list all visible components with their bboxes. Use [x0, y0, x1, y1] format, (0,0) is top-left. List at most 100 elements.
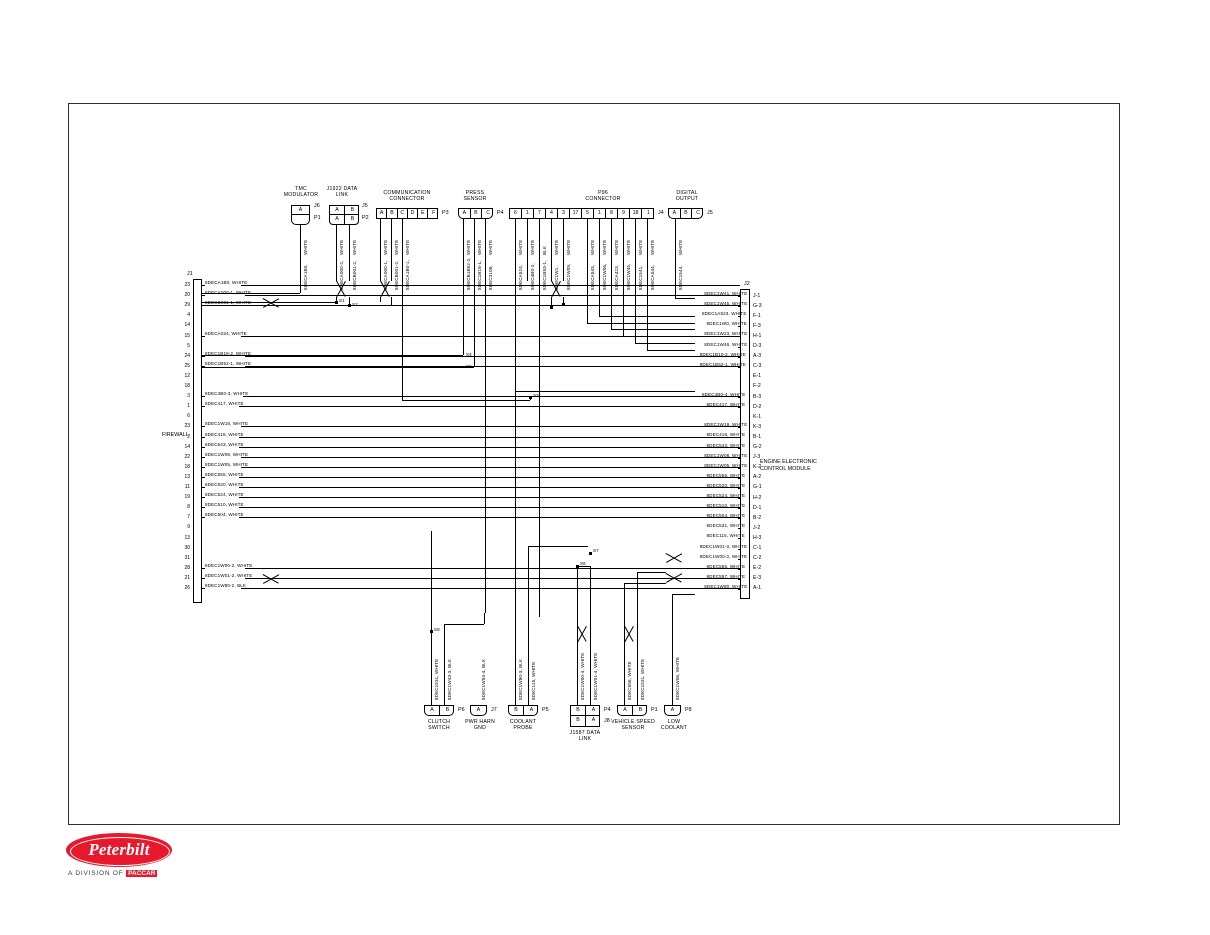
bottom-connector-vehicle-speed-sensor[interactable]: A B — [617, 705, 647, 716]
splice-label: S1 — [339, 298, 345, 303]
top-connector-tmc-ref-bottom: P1 — [314, 215, 321, 221]
j1-wire-label: 8DEC418, WHITE — [205, 431, 244, 437]
j1-wire-label: 8DEC1B18-2, WHITE — [205, 350, 252, 356]
j1-pin-number: 21 — [184, 574, 190, 581]
j1-wire-label: 8DEC520, WHITE — [205, 482, 244, 487]
wire-code-label: 8DEC1W01-4, WHITE — [593, 652, 598, 700]
top-connector-tmc[interactable]: A — [291, 205, 310, 215]
j1-pin-number: 18 — [184, 383, 190, 389]
bottom-connector-vehicle-speed-sensor-ref: P1 — [651, 707, 658, 713]
bottom-connector-pwr-harn-gnd[interactable]: A — [470, 705, 487, 716]
bottom-connector-j1587[interactable]: B A — [570, 705, 600, 716]
bottom-connector-coolant-probe[interactable]: B A — [508, 705, 538, 716]
wire-code-label: 8DEC1531, WHITE — [434, 658, 439, 700]
pin-label: B — [514, 707, 518, 713]
j2-pin-id: D-3 — [753, 343, 762, 349]
j2-wire-label: 8DEC543, WHITE — [706, 442, 746, 448]
top-connector-p96[interactable]: 6 1 7 4 3 17 5 1 8 9 18 1 — [509, 208, 654, 219]
j2-pin-id: B-1 — [753, 433, 762, 440]
wire-gauge-label: WHITE — [352, 239, 357, 255]
diagram-frame — [68, 103, 1120, 825]
logo-oval — [66, 833, 172, 867]
top-connector-digital-output[interactable]: A B C — [668, 208, 703, 219]
j1-pin-number: 13 — [184, 473, 190, 480]
wire-gauge-label: WHITE — [566, 239, 571, 255]
pin-label: A — [529, 707, 534, 713]
wire-gauge-label: WHITE — [602, 239, 607, 255]
wire-gauge-label: BLK — [542, 246, 547, 255]
j1-pin-number: 3 — [187, 393, 190, 400]
bottom-connector-low-coolant-title: LOW COOLANT — [660, 719, 688, 732]
pin-label: 17 — [572, 210, 579, 216]
wire-gauge-label: WHITE — [405, 239, 410, 255]
wire-gauge-label: WHITE — [488, 239, 493, 255]
j2-pin-id: E-3 — [753, 575, 762, 582]
j1-wire-label: 8DEC417, WHITE — [205, 401, 244, 407]
pin-label: B — [350, 207, 355, 213]
wire-code-label: 8DECA524, — [518, 264, 523, 290]
pin-label: 9 — [622, 210, 625, 216]
twisted-pair-symbol — [624, 626, 633, 642]
wire-gauge-label: WHITE — [303, 239, 308, 255]
j1-pin-number: 8 — [187, 504, 190, 511]
j2-wire-label: 8DEC504, WHITE — [706, 513, 746, 519]
logo-wordmark: Peterbilt — [88, 840, 150, 859]
top-connector-j1922-body[interactable]: A B — [329, 215, 359, 225]
j1-wire-label: 8DEC1W80-2, BLK — [205, 583, 247, 588]
top-connector-communication[interactable]: A B C D E F — [376, 208, 438, 219]
j2-pin-id: K-3 — [753, 423, 762, 430]
j2-pin-id: J-3 — [753, 454, 761, 461]
j1-connector[interactable] — [193, 279, 202, 603]
j1-wire-label: 8DEC1W08, WHITE — [205, 451, 249, 457]
bottom-connector-low-coolant-ref: P8 — [685, 707, 692, 713]
splice-label: S6 — [580, 561, 586, 566]
j2-pin-id: G-3 — [753, 302, 762, 309]
logo-subtext: A DIVISION OF PACCAR — [68, 870, 158, 877]
wire-gauge-label: WHITE — [614, 239, 619, 255]
j2-pin-id: F-3 — [753, 322, 761, 329]
splice-node — [576, 565, 579, 568]
j1-wire-label: 8DECA000-1, WHITE — [205, 290, 252, 296]
j2-wire-label: 8DEC1W19, WHITE — [704, 422, 748, 428]
j2-wire-label: 8DEC1W01-3, WHITE — [699, 543, 748, 549]
pin-label: A — [430, 707, 434, 713]
j1-wire-label: 8DEC510, WHITE — [205, 502, 244, 508]
pin-label: 1 — [647, 210, 650, 216]
top-connector-tmc-body[interactable] — [291, 215, 310, 225]
bottom-connector-j1587-body[interactable]: B A — [570, 716, 600, 727]
j2-pin-id: K-2 — [753, 464, 762, 471]
j2-wire-label: 8DEC1W23, WHITE — [704, 331, 748, 337]
top-connector-digital-output-ref: J5 — [707, 210, 713, 216]
bottom-connector-j1587-ref2: J8 — [604, 718, 610, 724]
top-connector-j1922[interactable]: A B — [329, 205, 359, 215]
wire-code-label: 8DECA423, — [614, 264, 619, 290]
j2-wire-label: 8DEC418, WHITE — [706, 432, 746, 438]
j2-connector[interactable] — [740, 289, 750, 599]
pin-label: C — [486, 210, 490, 216]
j1-pin-number: 15 — [184, 332, 190, 339]
pin-label: A — [335, 216, 339, 222]
j1-label: J1 — [187, 271, 193, 277]
pin-label: A — [298, 207, 303, 213]
logo-subtext-paccar: PACCAR — [126, 870, 158, 877]
j1-pin-number: 4 — [187, 312, 190, 319]
bottom-connector-clutch-switch[interactable]: A B — [424, 705, 454, 716]
pin-label: F — [432, 210, 436, 216]
j1-pin-number: 25 — [184, 362, 190, 369]
j1-wire-label: 8DEC555, WHITE — [205, 471, 244, 477]
pin-label: A — [591, 707, 596, 713]
bottom-connector-low-coolant[interactable]: A — [664, 705, 681, 716]
j2-wire-label: 8DEC1W46, WHITE — [704, 341, 748, 347]
j2-pin-id: B-2 — [753, 514, 762, 521]
j2-pin-id: E-2 — [753, 565, 762, 572]
top-connector-press-sensor[interactable]: A B C — [458, 208, 493, 219]
pin-label: B — [474, 210, 478, 216]
pin-label: B — [390, 210, 394, 216]
pin-label: A — [591, 717, 596, 723]
wire-code-label: 8DEC1W00-4, WHITE — [580, 652, 585, 700]
j1-pin-number: 19 — [184, 494, 190, 501]
wire-code-label: 8DEC1W43-3, BLK — [447, 658, 452, 700]
j1-pin-number: 7 — [187, 514, 190, 521]
wire-code-label: 8DEC1W06, WHITE — [675, 656, 680, 700]
